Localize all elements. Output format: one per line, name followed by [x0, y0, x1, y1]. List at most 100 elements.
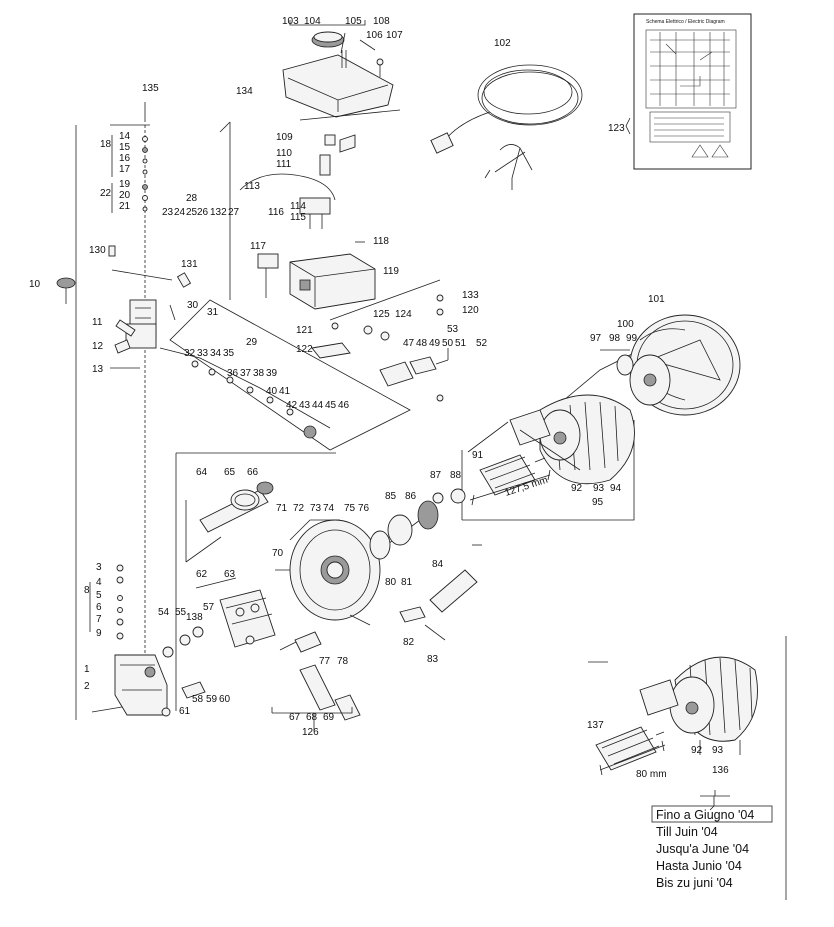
inset-title: Schema Elettrico / Electric Diagram — [646, 19, 725, 25]
part-number-19: 19 — [119, 179, 131, 190]
part-number-100: 100 — [617, 319, 634, 330]
part-number-76: 76 — [358, 503, 370, 514]
part-number-98: 98 — [609, 333, 621, 344]
part-number-135: 135 — [142, 83, 159, 94]
part-number-92: 92 — [691, 745, 703, 756]
part-number-4: 4 — [96, 577, 102, 588]
part-number-25: 25 — [186, 207, 198, 218]
part-number-78: 78 — [337, 656, 349, 667]
part-number-27: 27 — [228, 207, 240, 218]
part-number-93: 93 — [712, 745, 724, 756]
outlet-manifold — [89, 564, 206, 717]
part-number-65: 65 — [224, 467, 236, 478]
part-number-15: 15 — [119, 142, 131, 153]
part-number-85: 85 — [385, 491, 397, 502]
part-number-104: 104 — [304, 16, 321, 27]
part-number-120: 120 — [462, 305, 479, 316]
part-number-16: 16 — [119, 153, 131, 164]
part-number-44: 44 — [312, 400, 324, 411]
part-number-71: 71 — [276, 503, 288, 514]
part-number-55: 55 — [175, 607, 187, 618]
motor-later-version: 80 mm — [595, 656, 758, 811]
part-number-84: 84 — [432, 559, 444, 570]
part-number-10: 10 — [29, 279, 41, 290]
part-number-13: 13 — [92, 364, 104, 375]
part-number-106: 106 — [366, 30, 383, 41]
part-number-83: 83 — [427, 654, 439, 665]
part-number-52: 52 — [476, 338, 488, 349]
part-number-134: 134 — [236, 86, 253, 97]
part-number-113: 113 — [244, 181, 260, 192]
part-number-60: 60 — [219, 694, 231, 705]
part-number-48: 48 — [416, 338, 428, 349]
part-number-64: 64 — [196, 467, 208, 478]
part-number-97: 97 — [590, 333, 602, 344]
part-number-24: 24 — [174, 207, 186, 218]
part-number-93: 93 — [593, 483, 605, 494]
part-number-49: 49 — [429, 338, 441, 349]
part-number-114: 114 — [290, 201, 306, 212]
part-number-40: 40 — [266, 386, 278, 397]
part-number-115: 115 — [290, 212, 306, 223]
part-number-18: 18 — [100, 139, 112, 150]
legend-line-2: Till Juin '04 — [656, 825, 718, 839]
part-number-125: 125 — [373, 309, 390, 320]
part-number-6: 6 — [96, 602, 102, 613]
part-number-132: 132 — [210, 207, 227, 218]
part-number-8: 8 — [84, 585, 90, 596]
part-number-37: 37 — [240, 368, 252, 379]
part-number-58: 58 — [192, 694, 204, 705]
legend-line-1: Fino a Giugno '04 — [656, 808, 754, 822]
part-number-75: 75 — [344, 503, 356, 514]
part-number-5: 5 — [96, 590, 102, 601]
part-number-117: 117 — [250, 241, 266, 252]
part-number-99: 99 — [626, 333, 638, 344]
part-number-7: 7 — [96, 614, 102, 625]
frame-lines — [75, 102, 787, 900]
part-number-42: 42 — [286, 400, 298, 411]
part-number-45: 45 — [325, 400, 337, 411]
part-number-80: 80 — [385, 577, 397, 588]
part-number-94: 94 — [610, 483, 622, 494]
part-number-21: 21 — [119, 201, 131, 212]
part-number-81: 81 — [401, 577, 413, 588]
part-number-9: 9 — [96, 628, 102, 639]
part-number-33: 33 — [197, 348, 209, 359]
part-number-133: 133 — [462, 290, 479, 301]
left-stack-parts — [56, 125, 192, 685]
part-number-51: 51 — [455, 338, 467, 349]
part-number-121: 121 — [296, 325, 313, 336]
part-number-138: 138 — [186, 612, 203, 623]
part-number-119: 119 — [383, 266, 399, 277]
power-cable-102 — [430, 64, 583, 190]
part-number-95: 95 — [592, 497, 604, 508]
pressure-switch-assembly — [239, 134, 444, 359]
part-number-103: 103 — [282, 16, 299, 27]
part-number-116: 116 — [268, 207, 284, 218]
part-number-105: 105 — [345, 16, 362, 27]
part-number-23: 23 — [162, 207, 174, 218]
part-number-14: 14 — [119, 131, 131, 142]
part-number-77: 77 — [319, 656, 331, 667]
switch-block — [379, 348, 449, 402]
part-number-67: 67 — [289, 712, 301, 723]
part-number-11: 11 — [92, 317, 103, 328]
part-number-73: 73 — [310, 503, 322, 514]
part-number-86: 86 — [405, 491, 417, 502]
part-number-35: 35 — [223, 348, 235, 359]
part-number-131: 131 — [181, 259, 198, 270]
motor-stator — [509, 394, 635, 485]
part-number-110: 110 — [276, 148, 292, 159]
part-number-68: 68 — [306, 712, 318, 723]
legend-line-3: Jusqu'a June '04 — [656, 842, 749, 856]
pump-crankcase — [275, 500, 482, 641]
part-number-43: 43 — [299, 400, 311, 411]
part-number-126: 126 — [302, 727, 319, 738]
version-legend: Fino a Giugno '04 Till Juin '04 Jusqu'a … — [651, 805, 773, 890]
part-number-118: 118 — [373, 236, 389, 247]
part-number-88: 88 — [450, 470, 462, 481]
part-number-123: 123 — [608, 123, 625, 134]
part-number-74: 74 — [323, 503, 335, 514]
part-number-62: 62 — [196, 569, 208, 580]
part-number-39: 39 — [266, 368, 278, 379]
